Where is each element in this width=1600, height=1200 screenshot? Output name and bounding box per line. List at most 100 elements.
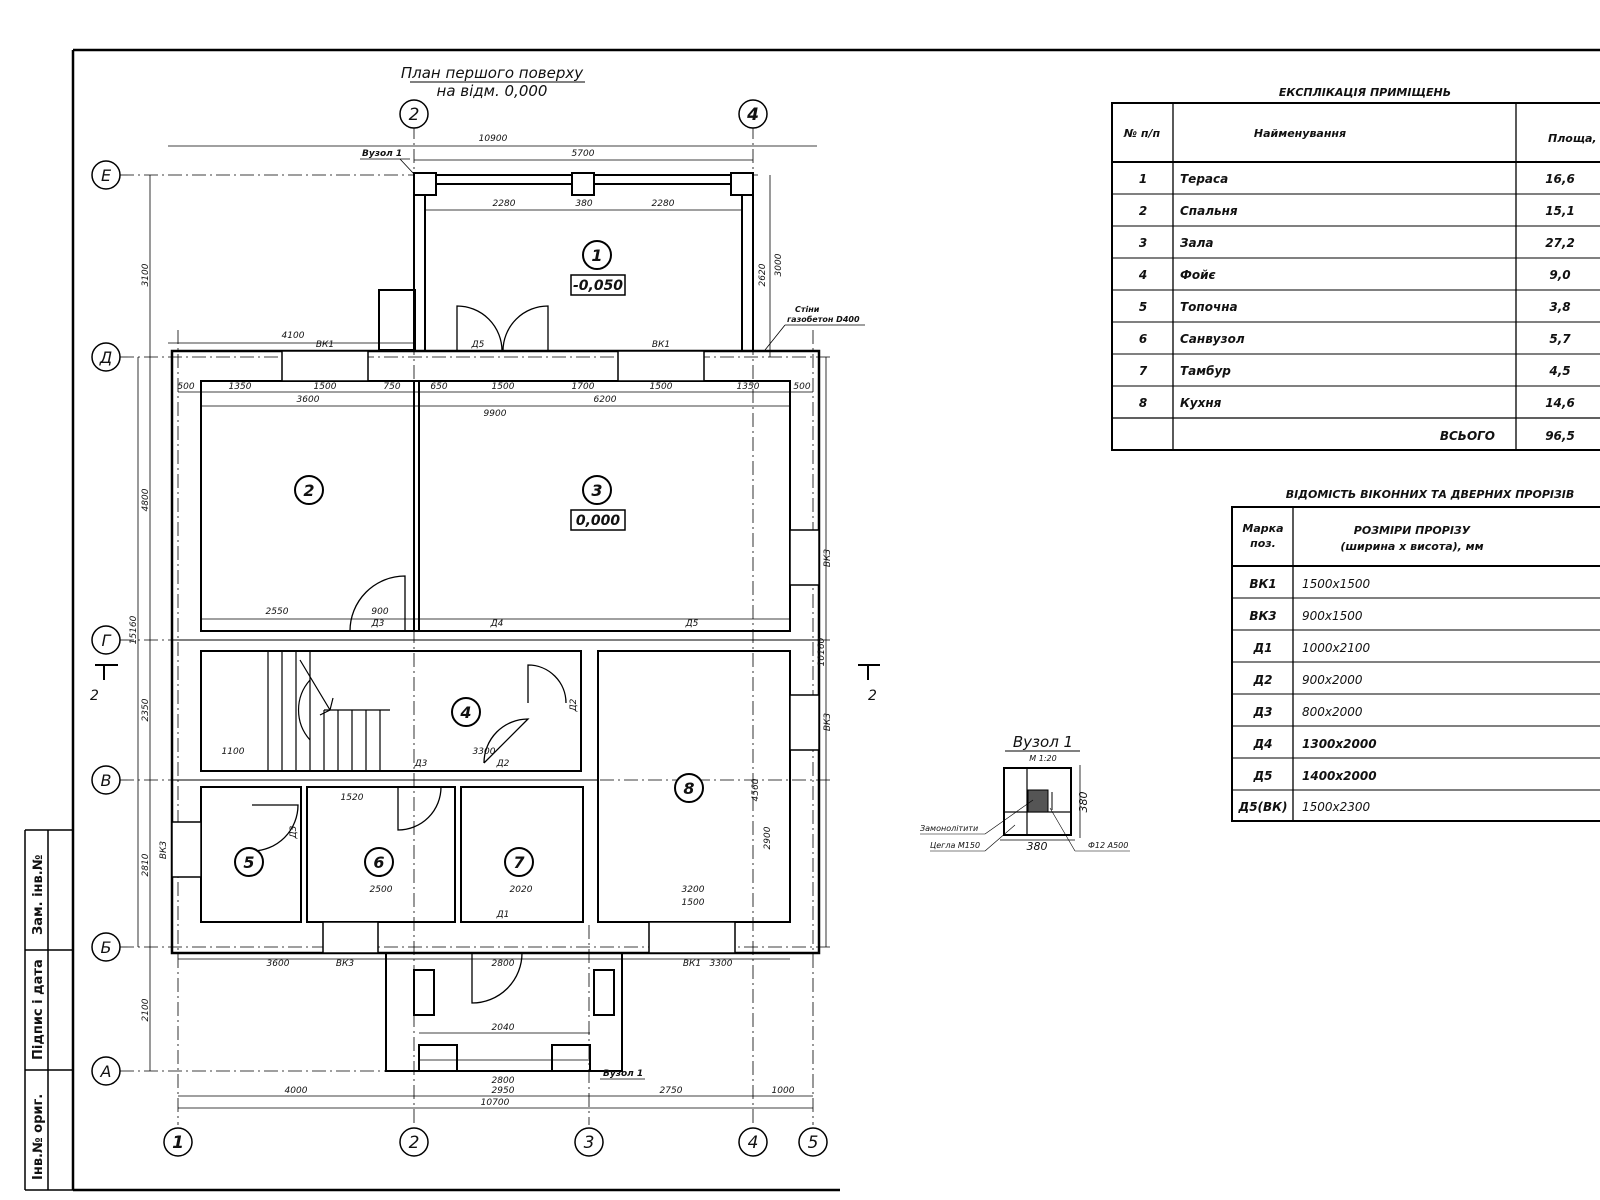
dim-terrace-seg3: 2280 [652,199,675,209]
dim-row-500b: 500 [793,382,810,392]
label-vk3-left: ВК3 [159,841,169,860]
terrace [378,172,754,351]
explication-row-name: Тераса [1180,172,1228,186]
openings-rows: ВК1 1500х1500 ВК3 900х1500 Д1 1000х2100 … [1238,577,1377,814]
node-label-top: Вузол 1 [362,149,402,159]
stamp-cell-signature: Підпис і дата [31,959,46,1060]
dim-left-3100: 3100 [141,263,151,286]
room-number-2: 2 [303,481,314,500]
dim-row-1500c: 1500 [650,382,673,392]
node-size-v: 380 [1077,792,1090,813]
dim-bottom-1000: 1000 [772,1086,795,1096]
explication-row-area: 15,1 [1545,204,1575,218]
section-marks [95,664,880,680]
axis-col-1-bottom: 1 [172,1133,184,1153]
dim-bottom-3300: 3300 [710,959,733,969]
explication-row-area: 3,8 [1549,300,1570,314]
explication-row-num: 6 [1139,332,1147,346]
node-note-rebar: Ф12 А500 [1088,841,1128,850]
explication-title: ЕКСПЛІКАЦІЯ ПРИМІЩЕНЬ [1279,86,1451,99]
door-swings [251,305,567,1004]
label-vk3-right2: ВК3 [823,713,833,732]
wall-note-line2: газобетон D400 [787,314,860,324]
label-d1: Д1 [496,910,510,920]
label-d3-room5: Д3 [289,825,299,839]
dim-row-750: 750 [383,382,400,392]
axis-row-A: А [100,1062,112,1081]
dim-row-9900: 9900 [484,409,507,419]
dim-bottom-2800: 2800 [492,959,515,969]
axis-col-4-bottom: 4 [748,1133,759,1153]
label-d5-terrace: Д5 [471,340,485,350]
explication-total-label: ВСЬОГО [1440,429,1495,443]
openings-row-size: 1000х2100 [1302,641,1371,655]
explication-row-num: 5 [1139,300,1147,314]
axis-col-5-bottom: 5 [808,1133,819,1153]
dim-row-1500b: 1500 [492,382,515,392]
explication-row-area: 27,2 [1545,236,1575,250]
room-number-3: 3 [591,481,602,500]
entrance-porch [385,952,623,1072]
plan-title-line2: на відм. 0,000 [437,82,548,100]
openings-title: ВІДОМІСТЬ ВІКОННИХ ТА ДВЕРНИХ ПРОРІЗІВ [1286,488,1575,501]
node-note-monolith: Замонолітити [920,824,978,833]
openings-header-mark-1: Марка [1242,522,1283,535]
node-size-h: 380 [1027,840,1048,853]
openings-header-size-1: РОЗМІРИ ПРОРІЗУ [1354,524,1471,537]
axis-col-2-bottom: 2 [409,1133,420,1153]
axis-grid [120,125,830,1125]
axis-row-E: Е [101,166,112,185]
dim-row-500a: 500 [177,382,194,392]
label-d3-room2: Д3 [371,619,385,629]
openings-row-mark: ВК3 [1249,609,1276,623]
label-d2-foyer: Д2 [496,759,510,769]
dim-row-1700: 1700 [572,382,595,392]
wall-note-line1: Стіни [795,304,820,314]
dim-room6-1520: 1520 [341,793,364,803]
explication-header-name: Найменування [1254,127,1346,140]
stamp-cell-replace: Зам. інв.№ [31,855,46,935]
explication-row-num: 2 [1139,204,1147,218]
dim-row-650: 650 [430,382,447,392]
dim-room6-2500: 2500 [370,885,393,895]
dim-bottom-2750: 2750 [660,1086,683,1096]
axis-col-4-top: 4 [746,105,759,125]
explication-header-area: Площа, м² [1548,132,1600,145]
dim-room7-2020: 2020 [510,885,533,895]
dim-left-2810: 2810 [141,853,151,876]
label-vk3-bottom: ВК3 [336,959,355,969]
room-number-5: 5 [243,853,254,872]
axis-row-V: В [101,771,112,790]
openings-table-grid [1231,506,1600,822]
openings-row-size: 900х1500 [1302,609,1363,623]
dim-top-left: 4100 [282,331,305,341]
axis-row-B: Б [101,938,112,957]
explication-row-num: 4 [1138,268,1147,282]
dim-terrace-seg2: 380 [575,199,592,209]
dim-row-3600: 3600 [297,395,320,405]
explication-row-name: Спальня [1180,204,1238,218]
dim-bottom-total: 10700 [481,1098,510,1108]
dim-bottom-3600: 3600 [267,959,290,969]
elevation-hall: 0,000 [576,513,621,529]
dim-left-2100: 2100 [141,998,151,1021]
node-note-brick: Цегла М150 [930,841,980,850]
explication-row-name: Зала [1180,236,1214,250]
dim-porch-2040: 2040 [492,1023,515,1033]
axis-col-3-bottom: 3 [584,1133,595,1153]
openings-row-mark: Д1 [1252,641,1272,655]
openings-row-mark: Д3 [1252,705,1272,719]
dim-left-15160: 15160 [129,615,139,644]
explication-row-name: Тамбур [1180,364,1231,378]
explication-row-num: 1 [1139,172,1147,186]
node-scale: М 1:20 [1029,754,1056,763]
label-d3-foyer: Д3 [414,759,428,769]
explication-row-num: 7 [1139,364,1148,378]
dim-room2-900: 900 [371,607,388,617]
label-vk1-left: ВК1 [316,340,334,350]
explication-row-name: Санвузол [1180,332,1245,346]
dim-room4-1100: 1100 [222,747,245,757]
openings-row-mark: Д5 [1252,769,1272,783]
room-number-6: 6 [373,853,384,872]
axis-row-D: Д [99,348,113,367]
